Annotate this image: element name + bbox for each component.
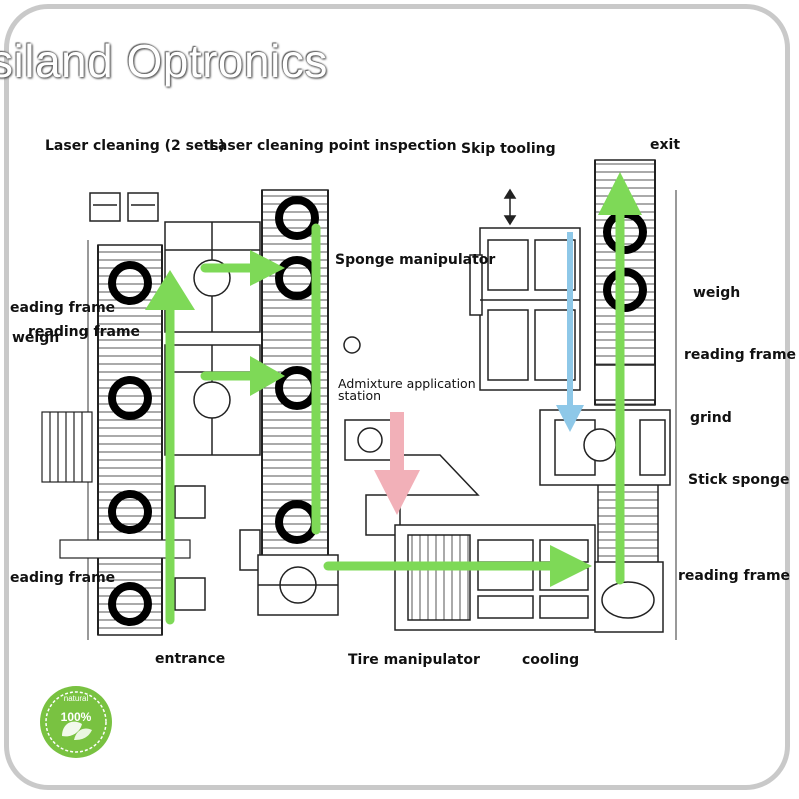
label-reading-frame-left-bottom: eading frame [10, 570, 116, 586]
badge-center-text: 100% [61, 710, 92, 724]
label-laser-inspection: Laser cleaning point inspection [209, 138, 457, 154]
label-reading-frame-left-mid: reading frame [28, 324, 141, 340]
label-tire-manipulator: Tire manipulator [348, 652, 480, 668]
label-skip-tooling: Skip tooling [461, 141, 556, 157]
label-reading-frame-right-top: reading frame [684, 347, 797, 363]
sponge-manipulator-frame [469, 188, 581, 391]
process-flow-arrows [145, 172, 642, 625]
pink-flow-arrow [374, 412, 420, 515]
left-side-rack [41, 411, 191, 559]
left-top-fixtures [89, 192, 159, 222]
label-admixture-line2: station [338, 388, 382, 403]
admixture-station [343, 336, 480, 536]
badge-top-text: natural [64, 694, 89, 703]
label-entrance: entrance [155, 651, 226, 667]
laser-cleaning-cabinets [164, 221, 261, 611]
label-weigh-right: weigh [693, 285, 741, 301]
blue-flow-arrow [556, 232, 584, 432]
label-sponge-manipulator: Sponge manipulator [335, 252, 496, 268]
stick-sponge-station [594, 561, 664, 633]
label-exit: exit [650, 137, 681, 153]
label-cooling: cooling [522, 652, 580, 668]
label-weigh-left: weigh [12, 330, 60, 346]
natural-badge: natural 100% [38, 684, 114, 760]
grind-station [539, 364, 671, 486]
left-conveyor-tires [108, 261, 152, 626]
label-stick-sponge: Stick sponge [688, 472, 790, 488]
watermark-text: siland Optronics [0, 35, 328, 87]
label-admixture-line1: Admixture application [338, 376, 476, 391]
label-laser-cleaning: Laser cleaning (2 sets) [45, 138, 225, 154]
label-reading-frame-left-top: eading frame [10, 300, 116, 316]
tire-manipulator-base [239, 529, 339, 616]
label-reading-frame-right-bottom: reading frame [678, 568, 791, 584]
badge-seal-icon: natural 100% [40, 686, 112, 758]
label-grind: grind [690, 410, 732, 426]
